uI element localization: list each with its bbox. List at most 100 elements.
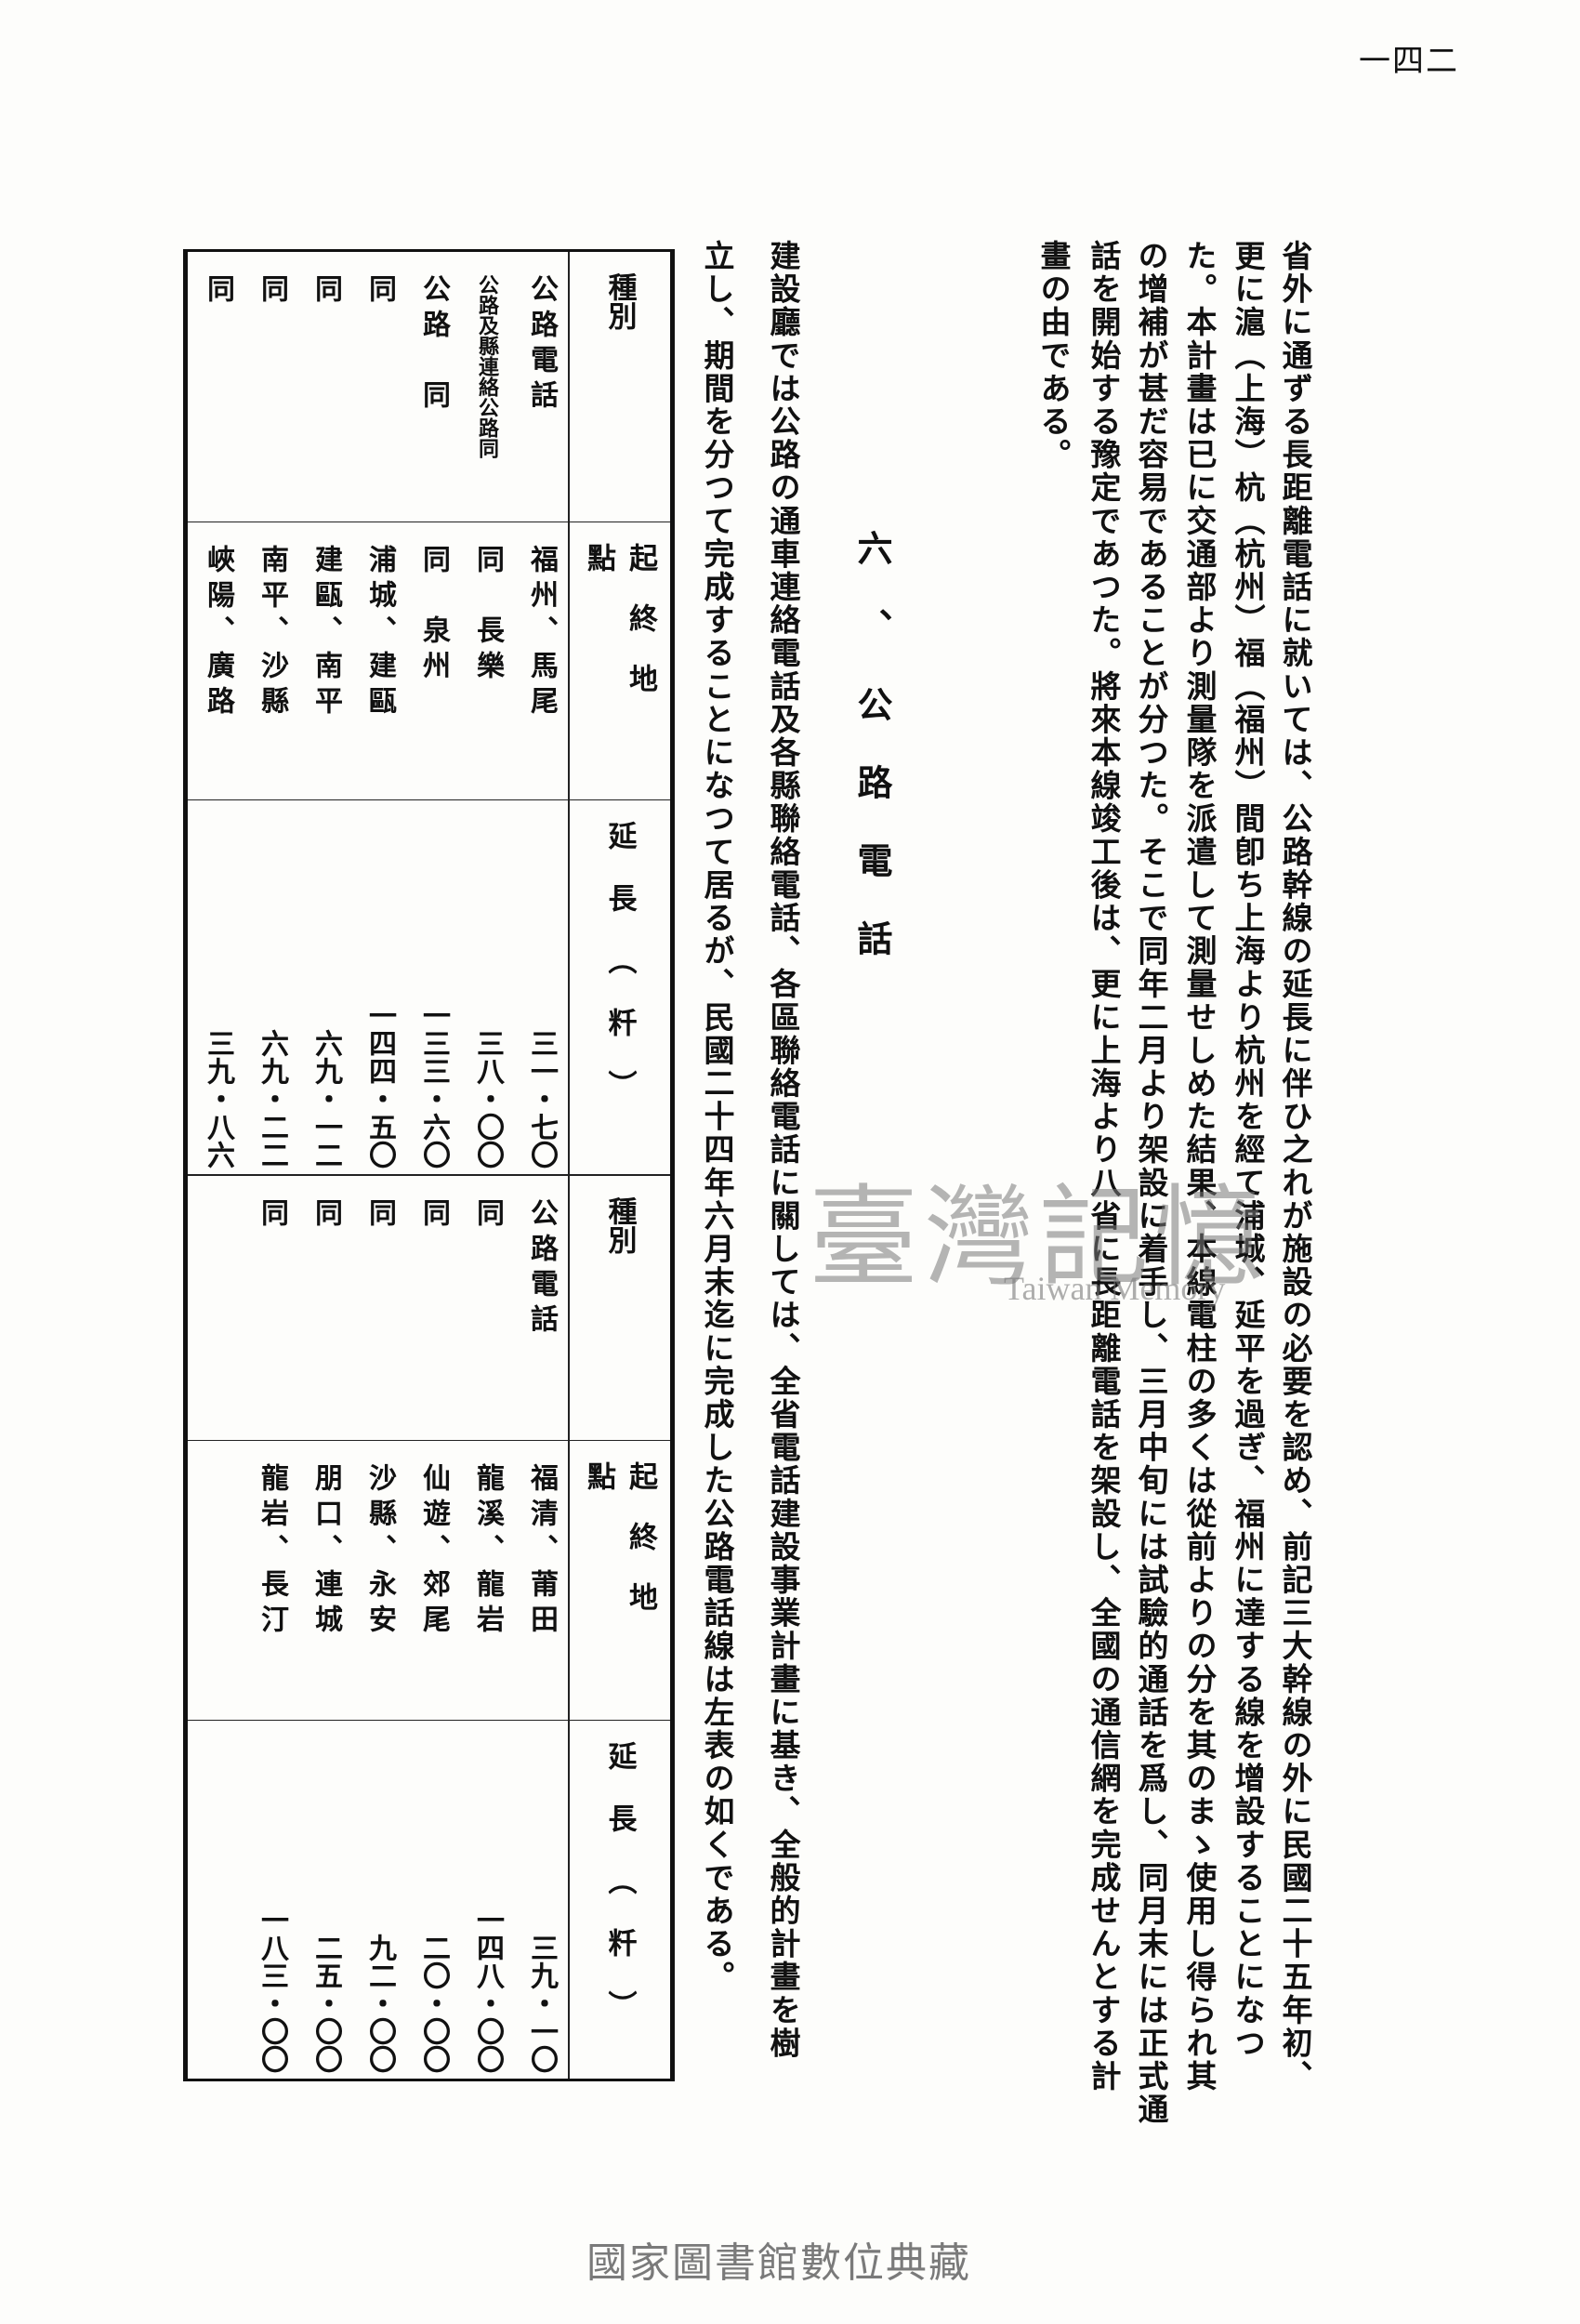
kind-row: 種別 公路電話 同 同 同 同 同 [188, 1176, 670, 1441]
table-lower-half: 種別 公路電話 同 同 同 同 同 起終地點 福清、莆田 龍溪、龍岩 仙遊、郊尾… [188, 1174, 670, 2079]
table-cell: 公路 同 [406, 252, 460, 522]
length-value: 一四四・五〇 [363, 1001, 396, 1169]
watermark-subtitle: Taiwan Memory [1004, 1270, 1226, 1307]
kind-row: 種別 公路電話 公路及縣連絡公路同 公路 同 同 同 同 同 [188, 252, 670, 522]
endpoints-value: 福州、馬尾 [525, 545, 558, 721]
header-kind: 種別 [602, 272, 637, 330]
table-cell: 仙遊、郊尾 [406, 1441, 460, 1720]
text-line: 更に滬（上海）杭（杭州）福（福州）間卽ち上海より杭州を經て浦城、延平を過ぎ、福州… [1230, 240, 1266, 2060]
header-kind: 種別 [602, 1196, 637, 1254]
table-cell: 一四八・〇〇 [460, 1721, 514, 2079]
section-heading: 六、公路電話 [851, 530, 893, 998]
endpoints-value: 沙縣、永安 [363, 1463, 396, 1640]
table-cell: 同 [460, 1176, 514, 1440]
header-cell: 起終地點 [568, 522, 670, 799]
text-line: 立し、期間を分つて完成することになつて居るが、民國二十四年六月末迄に完成した公路… [699, 240, 735, 1994]
header-length: 延長（粁） [602, 821, 637, 1132]
table-cell: 龍岩、長汀 [244, 1441, 298, 1720]
endpoints-value: 峽陽、廣路 [202, 545, 234, 721]
length-value: 三九・八六 [202, 1029, 234, 1169]
length-value: 一三三・六〇 [417, 1001, 450, 1169]
table-cell: 一八三・〇〇 [244, 1721, 298, 2079]
length-value: 二五・〇〇 [309, 1934, 342, 2073]
length-value: 六九・一二 [309, 1029, 342, 1169]
table-cell: 同 [244, 1176, 298, 1440]
kind-value: 同 [363, 1198, 396, 1234]
endpoints-value: 南平、沙縣 [256, 545, 288, 721]
header-cell: 起終地點 [568, 1441, 670, 1720]
kind-value: 公路 同 [417, 274, 450, 416]
length-value: 三九・一〇 [525, 1934, 558, 2073]
table-cell: 同 [191, 252, 244, 522]
endpoints-value: 朋口、連城 [309, 1463, 342, 1640]
endpoints-value: 龍岩、長汀 [256, 1463, 288, 1640]
header-endpoints: 起終地點 [582, 543, 657, 724]
table-cell: 一三三・六〇 [406, 800, 460, 1174]
table-cell: 二五・〇〇 [298, 1721, 352, 2079]
length-value: 一八三・〇〇 [256, 1906, 288, 2073]
length-value: 一四八・〇〇 [471, 1906, 504, 2073]
header-cell: 種別 [568, 252, 670, 522]
kind-value: 同 [471, 1198, 504, 1234]
kind-value: 同 [309, 274, 342, 310]
watermark-logo: 臺灣記憶 [809, 1173, 1271, 1301]
table-cell: 同 長樂 [460, 522, 514, 799]
endpoints-row: 起終地點 福清、莆田 龍溪、龍岩 仙遊、郊尾 沙縣、永安 朋口、連城 龍岩、長汀 [188, 1441, 670, 1721]
text-line: の增補が甚だ容易であることが分つた。そこで同年二月より架設に着手し、三月中旬には… [1133, 240, 1169, 2127]
table-cell: 同 [352, 252, 406, 522]
length-value: 三一・七〇 [525, 1029, 558, 1169]
header-length: 延長（粁） [602, 1741, 637, 2053]
endpoints-value: 浦城、建甌 [363, 545, 396, 721]
table-cell: 六九・一二 [298, 800, 352, 1174]
table-cell: 建甌、南平 [298, 522, 352, 799]
endpoints-row: 起終地點 福州、馬尾 同 長樂 同 泉州 浦城、建甌 建甌、南平 南平、沙縣 峽… [188, 522, 670, 800]
table-cell: 朋口、連城 [298, 1441, 352, 1720]
table-cell: 同 [406, 1176, 460, 1440]
table-upper-half: 種別 公路電話 公路及縣連絡公路同 公路 同 同 同 同 同 起終地點 福州、馬… [188, 252, 670, 1174]
table-cell: 一四四・五〇 [352, 800, 406, 1174]
header-endpoints: 起終地點 [582, 1461, 657, 1643]
table-cell: 福清、莆田 [514, 1441, 568, 1720]
table-cell: 三一・七〇 [514, 800, 568, 1174]
table-cell: 三九・八六 [191, 800, 244, 1174]
table-cell: 二〇・〇〇 [406, 1721, 460, 2079]
kind-value: 同 [309, 1198, 342, 1234]
table-cell: 福州、馬尾 [514, 522, 568, 799]
length-value: 三八・〇〇 [471, 1029, 504, 1169]
kind-value: 公路電話 [525, 1198, 558, 1340]
length-value: 二〇・〇〇 [417, 1934, 450, 2073]
endpoints-value: 同 長樂 [471, 545, 504, 686]
header-cell: 種別 [568, 1176, 670, 1440]
kind-value: 公路及縣連絡公路同 [475, 274, 499, 458]
kind-value: 同 [363, 274, 396, 310]
table-cell: 龍溪、龍岩 [460, 1441, 514, 1720]
text-line: 建設廳では公路の通車連絡電話及各縣聯絡電話、各區聯絡電話に關しては、全省電話建設… [765, 240, 801, 2060]
table-cell: 六九・二二 [244, 800, 298, 1174]
page-number: 一四二 [1359, 43, 1459, 80]
endpoints-value: 建甌、南平 [309, 545, 342, 721]
table-cell: 同 [352, 1176, 406, 1440]
endpoints-value: 同 泉州 [417, 545, 450, 686]
table-cell: 同 [244, 252, 298, 522]
table-cell: 南平、沙縣 [244, 522, 298, 799]
table-cell: 峽陽、廣路 [191, 522, 244, 799]
endpoints-value: 仙遊、郊尾 [417, 1463, 450, 1640]
table-cell: 公路電話 [514, 252, 568, 522]
kind-value: 同 [256, 1198, 288, 1234]
endpoints-value: 龍溪、龍岩 [471, 1463, 504, 1640]
endpoints-value: 福清、莆田 [525, 1463, 558, 1640]
table-cell: 九二・〇〇 [352, 1721, 406, 2079]
length-value: 九二・〇〇 [363, 1934, 396, 2073]
kind-value: 同 [202, 274, 234, 310]
kind-value: 同 [256, 274, 288, 310]
text-line: た。本計畫は已に交通部より測量隊を派遣して測量せしめた結果、本線電柱の多くは從前… [1181, 240, 1218, 2093]
kind-value: 公路電話 [525, 274, 558, 416]
table-cell: 三八・〇〇 [460, 800, 514, 1174]
table-cell: 浦城、建甌 [352, 522, 406, 799]
length-row: 延長（粁） 三九・一〇 一四八・〇〇 二〇・〇〇 九二・〇〇 二五・〇〇 一八三… [188, 1721, 670, 2079]
table-cell: 同 [298, 252, 352, 522]
phone-line-table: 種別 公路電話 公路及縣連絡公路同 公路 同 同 同 同 同 起終地點 福州、馬… [183, 249, 675, 2081]
library-footer: 國家圖書館數位典藏 [586, 2239, 971, 2287]
table-cell: 沙縣、永安 [352, 1441, 406, 1720]
header-cell: 延長（粁） [568, 800, 670, 1174]
